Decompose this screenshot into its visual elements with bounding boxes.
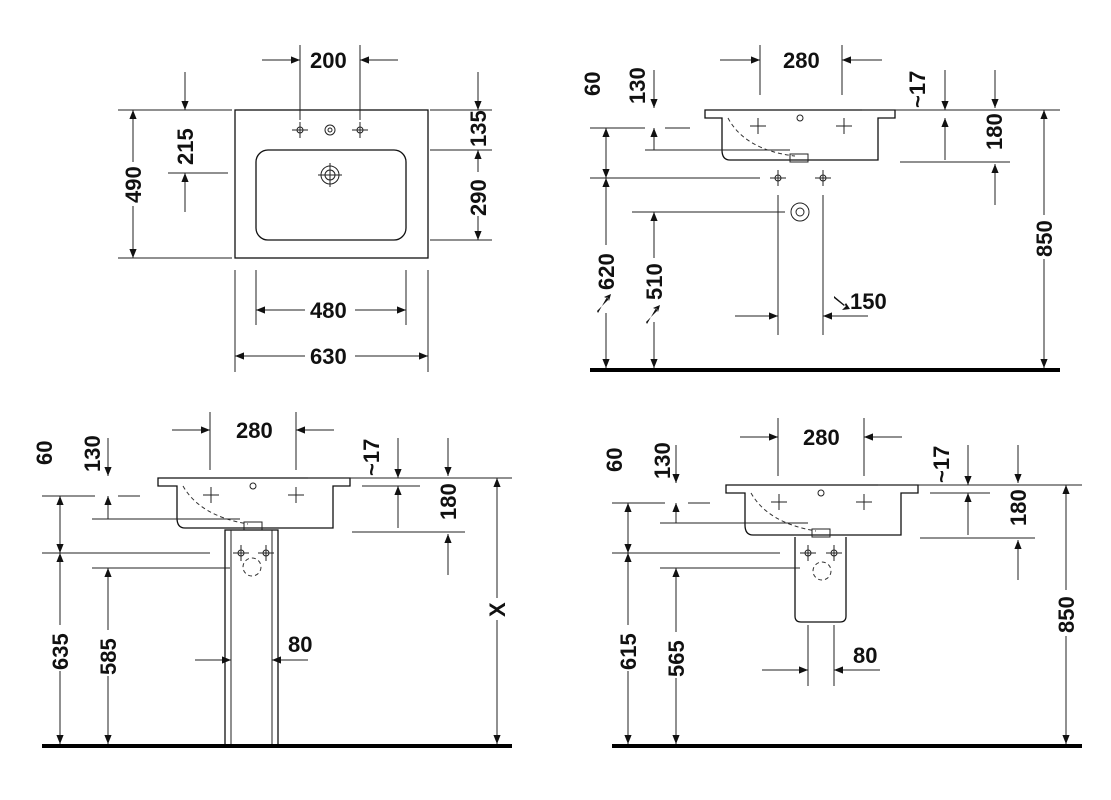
dim-565: 565 [664, 640, 689, 677]
dim-17: ~17 [929, 446, 954, 483]
dim-60: 60 [32, 441, 57, 465]
dim-60: 60 [602, 448, 627, 472]
dim-80: 80 [853, 643, 877, 668]
dim-130: 130 [80, 435, 105, 472]
tap-holes [292, 122, 368, 138]
dim-215: 215 [173, 128, 198, 165]
dim-635: 635 [48, 633, 73, 670]
top-view: 200 215 490 135 290 480 630 [118, 45, 492, 372]
dim-290: 290 [466, 179, 491, 216]
basin-profile [704, 109, 896, 161]
dim-850: 850 [1054, 596, 1079, 633]
dim-200: 200 [310, 48, 347, 73]
dim-630: 630 [310, 344, 347, 369]
dim-510: 510 [642, 263, 667, 300]
dim-150: 150 [850, 289, 887, 314]
basin-bowl [255, 149, 407, 241]
side-view-pedestal: 280 60 130 ~17 180 X 635 585 80 [32, 412, 512, 748]
dim-17: ~17 [359, 439, 384, 476]
dim-80: 80 [288, 632, 312, 657]
dim-180: 180 [1006, 489, 1031, 526]
dim-280: 280 [236, 418, 273, 443]
dim-135: 135 [466, 110, 491, 147]
dim-620: 620 [594, 253, 619, 290]
dim-180: 180 [982, 113, 1007, 150]
drain-icon [318, 163, 342, 187]
dim-x: X [485, 602, 510, 617]
dim-280: 280 [803, 425, 840, 450]
side-view-semi-pedestal: 280 60 130 ~17 180 850 615 565 80 [602, 418, 1082, 748]
dim-280: 280 [783, 48, 820, 73]
side-view-wall-mounted: 280 60 130 ~17 180 850 620 510 150 [580, 45, 1060, 372]
basin-profile [157, 477, 351, 529]
basin-outline [234, 109, 429, 259]
dim-585: 585 [96, 638, 121, 675]
dim-180: 180 [436, 483, 461, 520]
dim-17: ~17 [905, 71, 930, 108]
dim-615: 615 [616, 633, 641, 670]
basin-profile [725, 484, 919, 536]
pedestal [224, 529, 279, 747]
dim-130: 130 [625, 67, 650, 104]
dim-60: 60 [580, 72, 605, 96]
semi-pedestal [794, 537, 847, 623]
dim-850: 850 [1032, 220, 1057, 257]
dim-130: 130 [650, 442, 675, 479]
dim-480: 480 [310, 298, 347, 323]
dim-490: 490 [121, 166, 146, 203]
